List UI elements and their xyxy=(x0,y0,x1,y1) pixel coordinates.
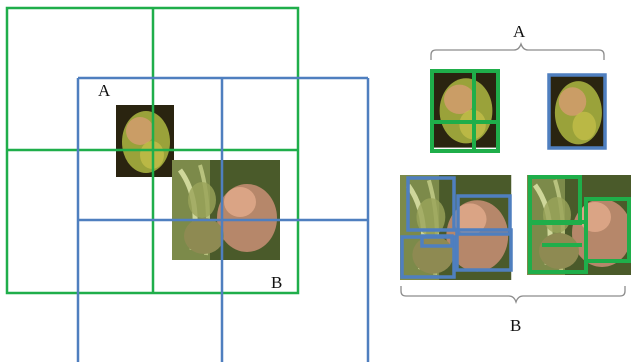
mango-patch-a xyxy=(116,105,174,177)
label-right-b: B xyxy=(510,316,521,335)
patch-b-green xyxy=(527,175,631,275)
right-panel: A xyxy=(400,22,631,335)
label-right-a: A xyxy=(513,22,526,41)
mango-patch-b xyxy=(172,160,280,260)
patch-b-blue xyxy=(400,175,511,280)
brace-a xyxy=(431,44,604,60)
patch-a-green xyxy=(432,71,498,151)
label-left-a: A xyxy=(98,81,111,100)
brace-b xyxy=(401,286,625,302)
left-panel: A B xyxy=(7,8,368,362)
patch-a-blue xyxy=(549,75,606,148)
label-left-b: B xyxy=(271,273,282,292)
